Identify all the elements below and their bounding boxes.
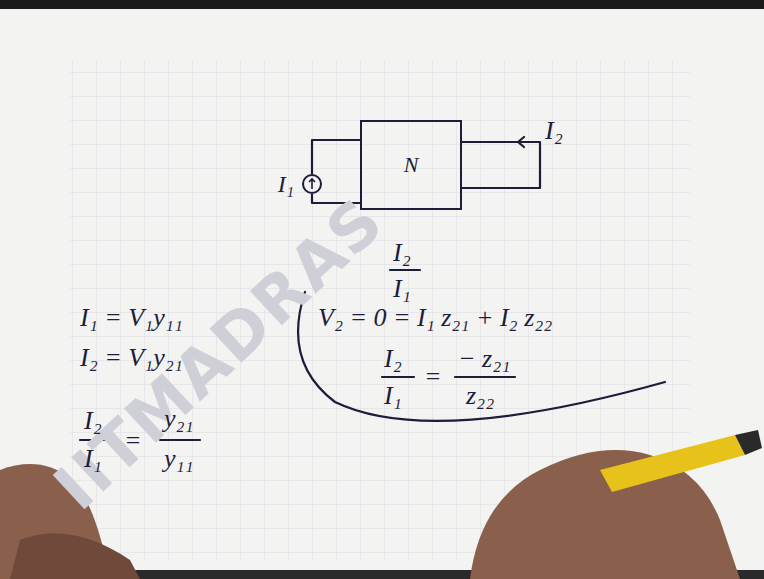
denominator: I₁ xyxy=(84,446,102,472)
source-circle xyxy=(302,174,322,194)
network-label: N xyxy=(404,154,419,176)
wire xyxy=(312,140,360,174)
denominator: y₁₁ xyxy=(164,446,194,472)
source-label: I₁ xyxy=(278,172,294,196)
current-arrow xyxy=(518,137,530,147)
numerator: I₂ xyxy=(393,240,411,266)
numerator: I₂ xyxy=(84,408,102,434)
fraction-bar xyxy=(390,269,420,271)
current-label: I₂ xyxy=(545,118,563,144)
denominator: z₂₂ xyxy=(466,383,494,409)
equation: I₂ = V₁y₂₁ xyxy=(80,345,183,371)
numerator: y₂₁ xyxy=(164,406,194,432)
network-box: N xyxy=(360,120,462,210)
numerator: − z₂₁ xyxy=(458,346,510,372)
equation: V₂ = 0 = I₁ z₂₁ + I₂ z₂₂ xyxy=(318,305,552,331)
fraction-bar xyxy=(382,376,414,378)
top-edge xyxy=(0,0,764,9)
bracket-curve xyxy=(298,292,665,421)
equation: I₁ = V₁y₁₁ xyxy=(80,305,183,331)
numerator: I₂ xyxy=(384,346,402,372)
current-source: I₁ xyxy=(302,174,322,194)
fraction-bar xyxy=(455,376,515,378)
equals-sign: = xyxy=(424,364,442,390)
denominator: I₁ xyxy=(393,276,411,302)
equals-sign: = xyxy=(124,428,142,454)
denominator: I₁ xyxy=(384,383,402,409)
short-circuit-wire xyxy=(462,142,540,188)
